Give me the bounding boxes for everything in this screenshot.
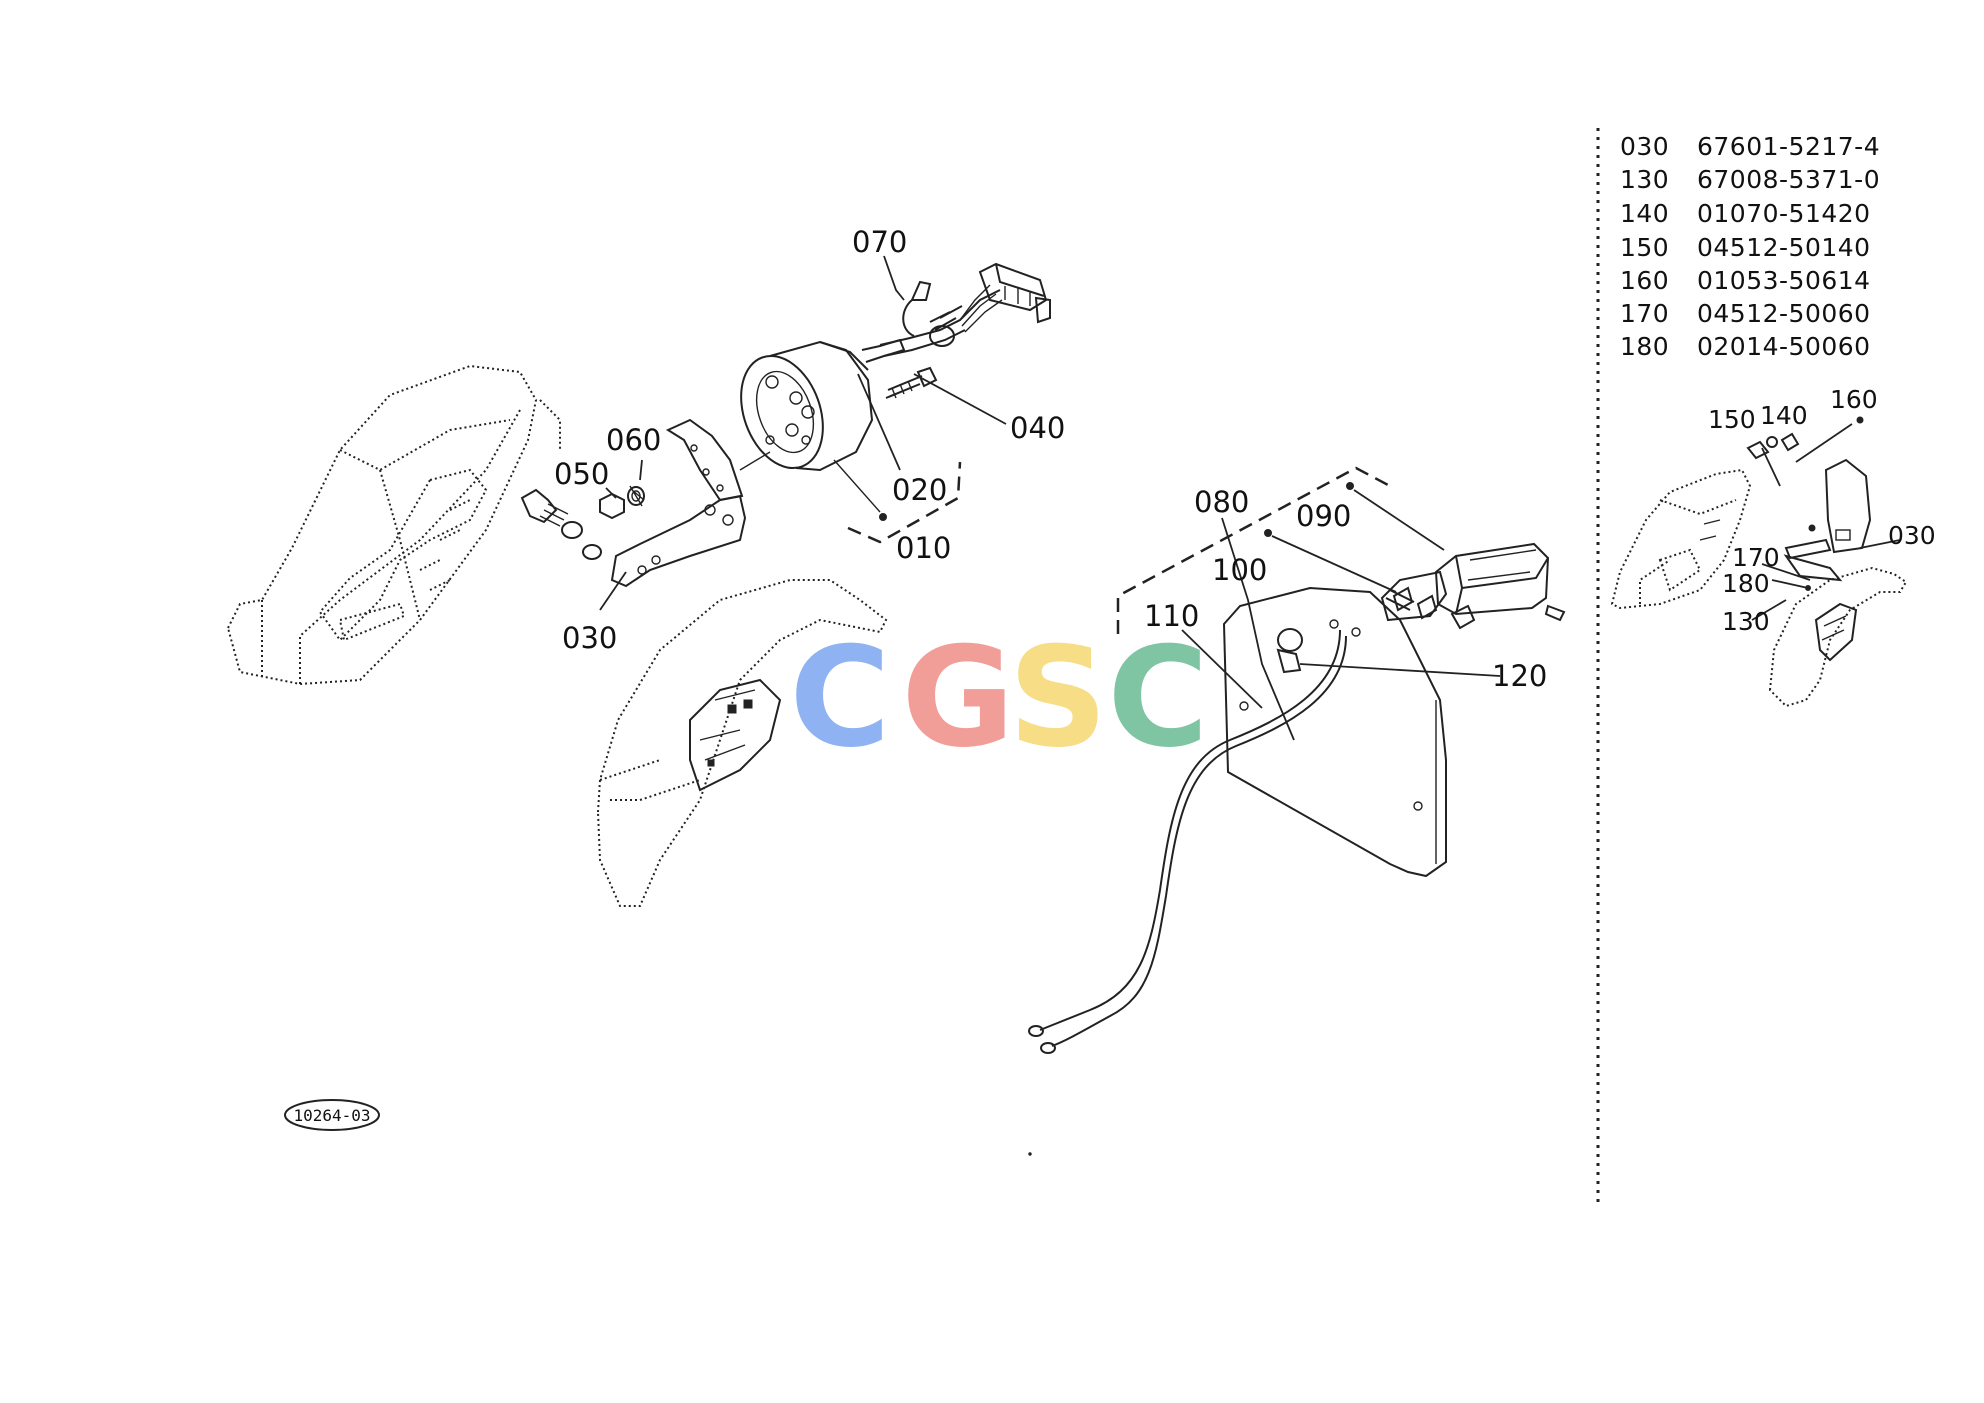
parts-no-6: 04512-50060	[1697, 299, 1871, 328]
wire-harness-drawing	[879, 262, 1051, 357]
parts-ref-7: 180	[1620, 332, 1669, 361]
watermark-letter-s: S	[1008, 617, 1107, 778]
callout-100: 100	[1212, 553, 1267, 587]
lower-fender-drawing	[596, 579, 888, 907]
parts-no-2: 67008-5371-0	[1697, 165, 1880, 194]
callout-110: 110	[1144, 599, 1199, 633]
parts-ref-2: 130	[1620, 165, 1669, 194]
callout-080: 080	[1194, 485, 1249, 519]
cgsc-watermark: C G S C	[789, 617, 1208, 778]
bolt-040-drawing	[885, 366, 938, 399]
callout-070: 070	[852, 225, 907, 259]
inset-callout-130: 130	[1722, 607, 1770, 636]
leader-lines	[599, 255, 1295, 741]
drawing-id-text: 10264-03	[293, 1106, 370, 1125]
assembly-010-bracket	[847, 461, 962, 544]
callout-030: 030	[562, 621, 617, 655]
left-fender-drawing	[226, 364, 561, 686]
callout-010: 010	[896, 531, 951, 565]
parts-no-3: 01070-51420	[1697, 199, 1871, 228]
drawing-id-badge: 10264-03	[284, 1099, 380, 1131]
parts-no-1: 67601-5217-4	[1697, 132, 1880, 161]
work-lamp-housing-drawing	[739, 338, 906, 521]
callout-060: 060	[606, 423, 661, 457]
parts-no-5: 01053-50614	[1697, 266, 1871, 295]
watermark-letter-g: G	[901, 617, 1014, 778]
parts-ref-1: 030	[1620, 132, 1669, 161]
parts-ref-5: 160	[1620, 266, 1669, 295]
callout-020: 020	[892, 473, 947, 507]
inset-callout-170: 170	[1732, 543, 1780, 572]
inset-callout-030: 030	[1888, 521, 1936, 550]
inset-callout-140: 140	[1760, 401, 1808, 430]
tail-lamp-assembly-drawing	[1028, 466, 1566, 1054]
bolt-nut-hardware-drawing	[520, 485, 645, 560]
inset-callout-160: 160	[1830, 385, 1878, 414]
parts-no-4: 04512-50140	[1697, 233, 1871, 262]
callout-120: 120	[1492, 659, 1547, 693]
lamp-bracket-drawing	[610, 418, 747, 588]
callout-labels: 070 040 020 010 060 050 030 080 090 100 …	[554, 225, 1547, 693]
inset-drawing	[1610, 416, 1908, 708]
parts-list: 030 67601-5217-4 130 67008-5371-0 140 01…	[1620, 132, 1880, 361]
inset-callout-150: 150	[1708, 405, 1756, 434]
watermark-letter-c2: C	[1107, 617, 1208, 778]
callout-050: 050	[554, 457, 609, 491]
callout-040: 040	[1010, 411, 1065, 445]
parts-ref-3: 140	[1620, 199, 1669, 228]
inset-callout-180: 180	[1722, 569, 1770, 598]
watermark-letter-c1: C	[789, 617, 890, 778]
parts-ref-4: 150	[1620, 233, 1669, 262]
inset-callout-labels: 150 140 160 030 170 180 130	[1708, 385, 1936, 636]
parts-ref-6: 170	[1620, 299, 1669, 328]
callout-090: 090	[1296, 499, 1351, 533]
parts-no-7: 02014-50060	[1697, 332, 1871, 361]
